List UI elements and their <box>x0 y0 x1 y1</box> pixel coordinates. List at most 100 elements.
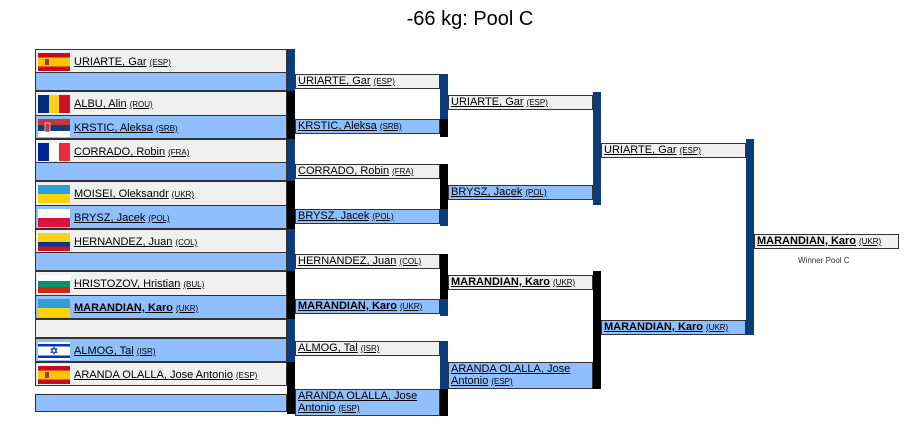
round4-slot[interactable]: MARANDIAN, Karo(UKR) <box>601 320 746 335</box>
athlete-country[interactable]: (FRA) <box>392 167 414 176</box>
athlete-name[interactable]: MARANDIAN, Karo <box>298 300 397 312</box>
athlete-country[interactable]: (ESP) <box>149 58 171 67</box>
flag-esp-icon <box>38 53 70 71</box>
round2-slot[interactable]: ALMOG, Tal(ISR) <box>295 341 440 356</box>
bracket-line <box>440 389 448 416</box>
round3-slot[interactable]: URIARTE, Gar(ESP) <box>448 95 593 110</box>
athlete-name[interactable]: CORRADO, Robin <box>298 165 390 177</box>
athlete-name[interactable]: BRYSZ, Jacek <box>74 212 146 224</box>
athlete-country[interactable]: (ESP) <box>338 404 360 413</box>
bracket-line <box>287 362 295 414</box>
athlete-name[interactable]: ALMOG, Tal <box>298 342 358 354</box>
empty-slot <box>35 394 287 412</box>
athlete-country[interactable]: (BUL) <box>183 280 205 289</box>
round4-slot[interactable]: URIARTE, Gar(ESP) <box>601 143 746 158</box>
round2-slot[interactable]: CORRADO, Robin(FRA) <box>295 164 440 179</box>
empty-slot <box>35 162 287 181</box>
round3-slot[interactable]: BRYSZ, Jacek(POL) <box>448 185 593 200</box>
bracket-line <box>440 299 448 316</box>
bracket-line <box>440 74 448 119</box>
athlete-name[interactable]: MARANDIAN, Karo <box>757 235 856 247</box>
winner-slot[interactable]: MARANDIAN, Karo(UKR) <box>754 234 899 249</box>
athlete-name[interactable]: KRSTIC, Aleksa <box>298 120 377 132</box>
bracket-line <box>287 139 295 181</box>
athlete-name[interactable]: HERNANDEZ, Juan <box>298 255 397 267</box>
entry-brysz[interactable]: BRYSZ, Jacek(POL) <box>35 205 287 229</box>
athlete-country[interactable]: (ISR) <box>136 347 156 356</box>
athlete-name[interactable]: CORRADO, Robin <box>74 146 166 158</box>
bracket-line <box>746 235 754 335</box>
athlete-name[interactable]: ALMOG, Tal <box>74 345 134 357</box>
athlete-country[interactable]: (ISR) <box>360 344 380 353</box>
athlete-name[interactable]: KRSTIC, Aleksa <box>74 122 153 134</box>
athlete-country[interactable]: (UKR) <box>400 302 423 311</box>
flag-esp-icon <box>38 366 70 384</box>
bracket-line <box>593 185 601 205</box>
athlete-country[interactable]: (UKR) <box>706 323 729 332</box>
athlete-name[interactable]: ARANDA OLALLA, Jose Antonio <box>451 363 571 387</box>
bracket-line <box>287 181 295 229</box>
athlete-name[interactable]: MARANDIAN, Karo <box>74 302 173 314</box>
athlete-country[interactable]: (FRA) <box>168 148 190 157</box>
bracket-line <box>287 49 295 91</box>
bracket-line <box>593 362 601 389</box>
round2-slot[interactable]: KRSTIC, Aleksa(SRB) <box>295 119 440 134</box>
athlete-name[interactable]: URIARTE, Gar <box>298 75 371 87</box>
entry-almog[interactable]: ALMOG, Tal(ISR) <box>35 338 287 362</box>
round2-slot[interactable]: ARANDA OLALLA, Jose Antonio(ESP) <box>295 389 440 416</box>
athlete-name[interactable]: BRYSZ, Jacek <box>451 186 523 198</box>
bracket-line <box>287 91 295 139</box>
flag-pol-icon <box>38 209 70 227</box>
entry-krstic[interactable]: KRSTIC, Aleksa(SRB) <box>35 115 287 139</box>
bracket-line <box>440 164 448 209</box>
athlete-name[interactable]: MOISEI, Oleksandr <box>74 188 169 200</box>
athlete-name[interactable]: MARANDIAN, Karo <box>451 276 550 288</box>
athlete-name[interactable]: ARANDA OLALLA, Jose Antonio <box>298 390 418 414</box>
athlete-country[interactable]: (UKR) <box>176 304 199 313</box>
athlete-country[interactable]: (ESP) <box>491 377 513 386</box>
entry-uriarte[interactable]: URIARTE, Gar(ESP) <box>35 49 287 73</box>
athlete-country[interactable]: (SRB) <box>379 122 402 131</box>
athlete-country[interactable]: (ESP) <box>526 98 548 107</box>
athlete-name[interactable]: HERNANDEZ, Juan <box>74 236 173 248</box>
athlete-country[interactable]: (UKR) <box>553 278 576 287</box>
athlete-country[interactable]: (ESP) <box>373 77 395 86</box>
athlete-country[interactable]: (UKR) <box>859 237 882 246</box>
flag-col-icon <box>38 233 70 251</box>
athlete-name[interactable]: URIARTE, Gar <box>604 144 677 156</box>
athlete-country[interactable]: (POL) <box>372 212 394 221</box>
athlete-name[interactable]: BRYSZ, Jacek <box>298 210 370 222</box>
athlete-name[interactable]: URIARTE, Gar <box>74 56 147 68</box>
entry-marandian[interactable]: MARANDIAN, Karo(UKR) <box>35 295 287 319</box>
athlete-name[interactable]: MARANDIAN, Karo <box>604 321 703 333</box>
entry-albu[interactable]: ALBU, Alin(ROU) <box>35 91 287 116</box>
athlete-country[interactable]: (POL) <box>525 188 547 197</box>
flag-bul-icon <box>38 275 70 293</box>
bracket-line <box>593 271 601 362</box>
round2-slot[interactable]: HERNANDEZ, Juan(COL) <box>295 254 440 269</box>
entry-corrado[interactable]: CORRADO, Robin(FRA) <box>35 139 287 163</box>
round3-slot[interactable]: ARANDA OLALLA, Jose Antonio(ESP) <box>448 362 593 389</box>
athlete-name[interactable]: URIARTE, Gar <box>451 96 524 108</box>
entry-aranda[interactable]: ARANDA OLALLA, Jose Antonio(ESP) <box>35 362 287 386</box>
athlete-country[interactable]: (ROU) <box>129 100 153 109</box>
round3-slot[interactable]: MARANDIAN, Karo(UKR) <box>448 275 593 290</box>
athlete-name[interactable]: ALBU, Alin <box>74 98 127 110</box>
athlete-name[interactable]: HRISTOZOV, Hristian <box>74 278 181 290</box>
athlete-country[interactable]: (ESP) <box>235 371 258 380</box>
flag-rou-icon <box>38 95 70 113</box>
round2-slot[interactable]: MARANDIAN, Karo(UKR) <box>295 299 440 314</box>
athlete-country[interactable]: (COL) <box>175 238 198 247</box>
flag-fra-icon <box>38 143 70 161</box>
athlete-name[interactable]: ARANDA OLALLA, Jose Antonio <box>74 369 233 381</box>
round2-slot[interactable]: URIARTE, Gar(ESP) <box>295 74 440 89</box>
athlete-country[interactable]: (POL) <box>148 214 170 223</box>
entry-moisei[interactable]: MOISEI, Oleksandr(UKR) <box>35 181 287 206</box>
athlete-country[interactable]: (ESP) <box>679 146 701 155</box>
athlete-country[interactable]: (COL) <box>399 257 422 266</box>
entry-hernandez[interactable]: HERNANDEZ, Juan(COL) <box>35 229 287 253</box>
round2-slot[interactable]: BRYSZ, Jacek(POL) <box>295 209 440 224</box>
athlete-country[interactable]: (SRB) <box>155 124 178 133</box>
entry-hristozov[interactable]: HRISTOZOV, Hristian(BUL) <box>35 271 287 296</box>
athlete-country[interactable]: (UKR) <box>171 190 194 199</box>
